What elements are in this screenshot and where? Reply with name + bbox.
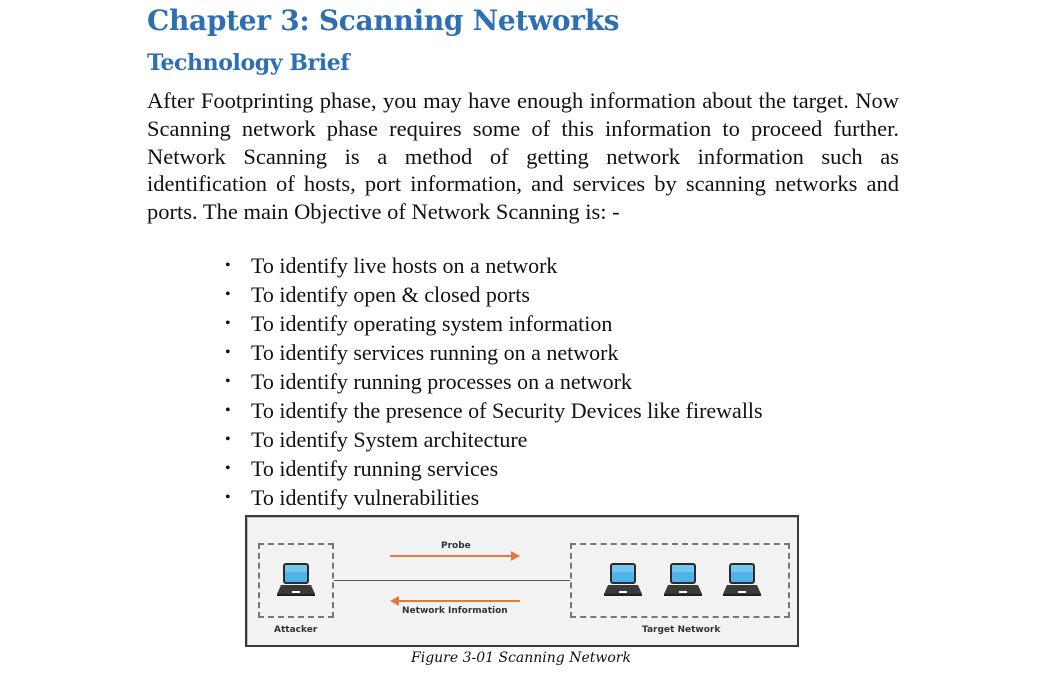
objectives-list: • To identify live hosts on a network • To…: [222, 251, 763, 512]
laptop-icon: [723, 563, 761, 596]
bullet-icon: •: [225, 460, 231, 477]
section-title: Technology Brief: [147, 50, 350, 76]
objective-text: To identify live hosts on a network: [251, 253, 558, 278]
target-network-label: Target Network: [642, 625, 721, 635]
list-item: • To identify running processes on a netw…: [222, 367, 763, 396]
objective-text: To identify running processes on a netwo…: [251, 369, 632, 394]
attacker-label: Attacker: [274, 625, 318, 635]
list-item: • To identify System architecture: [222, 425, 763, 454]
bullet-icon: •: [225, 402, 231, 419]
objective-text: To identify operating system information: [251, 311, 613, 336]
objective-text: To identify open & closed ports: [251, 282, 530, 307]
list-item: • To identify the presence of Security De…: [222, 396, 763, 425]
list-item: • To identify operating system informatio…: [222, 309, 763, 338]
probe-label: Probe: [441, 541, 471, 551]
objective-text: To identify the presence of Security Dev…: [251, 398, 763, 423]
list-item: • To identify services running on a netwo…: [222, 338, 763, 367]
objective-text: To identify System architecture: [251, 427, 528, 452]
attacker-zone: [258, 543, 334, 618]
bullet-icon: •: [225, 344, 231, 361]
intro-paragraph: After Footprinting phase, you may have e…: [147, 88, 899, 225]
scanning-network-figure: Probe Network Information Attacker Targe…: [245, 515, 799, 647]
bullet-icon: •: [225, 373, 231, 390]
list-item: • To identify running services: [222, 454, 763, 483]
list-item: • To identify vulnerabilities: [222, 483, 763, 512]
laptop-icon: [604, 563, 642, 596]
network-info-arrow-icon: [390, 596, 520, 606]
network-link-line: [334, 580, 570, 581]
bullet-icon: •: [225, 489, 231, 506]
bullet-icon: •: [225, 431, 231, 448]
list-item: • To identify open & closed ports: [222, 280, 763, 309]
target-network-zone: [570, 543, 790, 618]
bullet-icon: •: [225, 286, 231, 303]
objective-text: To identify running services: [251, 456, 499, 481]
bullet-icon: •: [225, 315, 231, 332]
chapter-title: Chapter 3: Scanning Networks: [147, 4, 620, 37]
objective-text: To identify services running on a networ…: [251, 340, 619, 365]
network-information-label: Network Information: [402, 606, 508, 616]
objective-text: To identify vulnerabilities: [251, 485, 480, 510]
laptop-icon: [664, 563, 702, 596]
figure-caption: Figure 3-01 Scanning Network: [411, 650, 631, 666]
laptop-icon: [277, 563, 315, 596]
probe-arrow-icon: [390, 551, 520, 561]
list-item: • To identify live hosts on a network: [222, 251, 763, 280]
bullet-icon: •: [225, 257, 231, 274]
